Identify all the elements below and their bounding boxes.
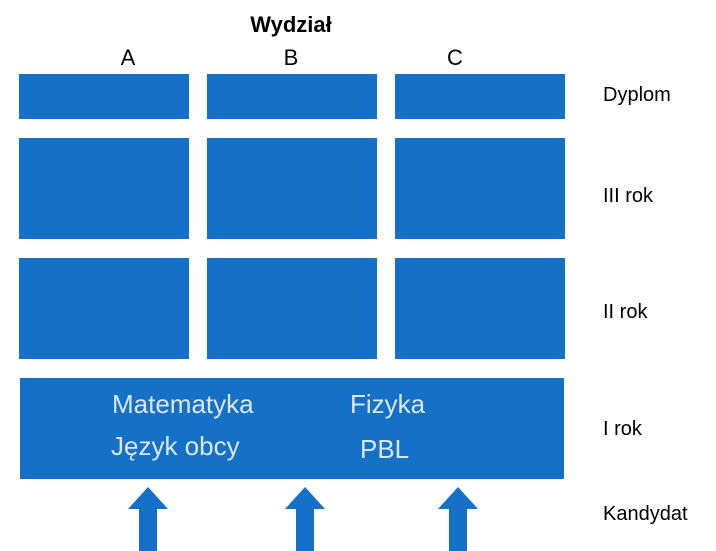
column-label-b: B [283,45,299,70]
column-label-a: A [120,45,136,70]
arrow-up-icon [285,487,325,551]
dyplom-block-b [207,74,377,119]
arrow-up-icon [128,487,168,551]
row-label-iii-rok: III rok [603,185,654,207]
diagram-title: Wydział [250,12,332,37]
year2-block-a [19,258,189,359]
year3-block-c [395,138,565,239]
subject-jezyk-obcy: Język obcy [111,431,240,461]
row-label-i-rok: I rok [603,418,642,440]
year2-block-c [395,258,565,359]
subject-pbl: PBL [360,434,410,464]
year2-block-b [207,258,377,359]
row-label-ii-rok: II rok [603,301,648,323]
subject-matematyka: Matematyka [112,389,254,419]
year3-block-a [19,138,189,239]
dyplom-block-c [395,74,565,119]
subject-fizyka: Fizyka [350,389,426,419]
arrow-up-icon [438,487,478,551]
dyplom-block-a [19,74,189,119]
column-label-c: C [447,45,463,70]
row-label-kandydat: Kandydat [603,503,688,525]
year3-block-b [207,138,377,239]
year1-block [20,378,564,479]
row-label-dyplom: Dyplom [603,84,671,106]
